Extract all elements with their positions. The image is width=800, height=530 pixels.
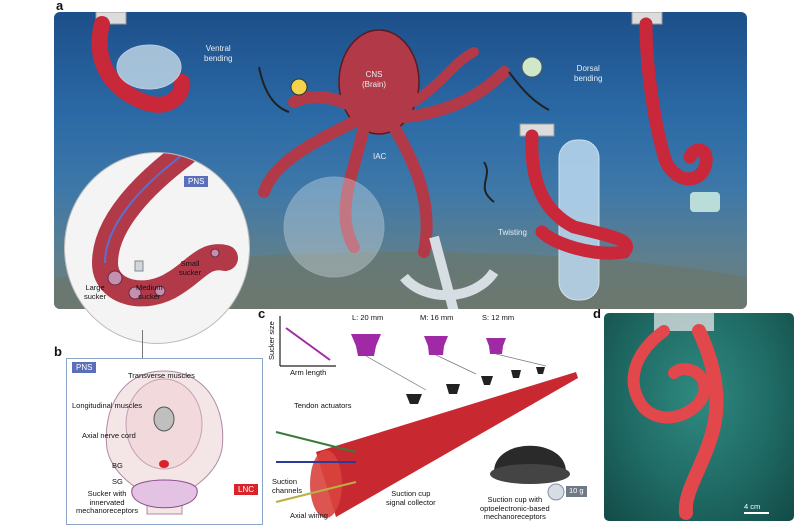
robotic-arm-photo — [627, 313, 769, 520]
label-weight: 10 g — [566, 486, 587, 497]
label-sucker-size-axis: Sucker size — [267, 321, 276, 360]
cross-section-diagram — [105, 370, 224, 515]
magnified-arm-illustration — [91, 153, 238, 307]
label-sg: SG — [112, 477, 123, 486]
label-axial-wiring: Axial wiring — [290, 511, 328, 520]
label-transverse-muscles: Transverse muscles — [128, 371, 195, 380]
label-bg: BG — [112, 461, 123, 470]
label-large-size: L: 20 mm — [352, 313, 384, 322]
panel-c-soft-arm-illustration — [275, 316, 578, 518]
label-longitudinal-muscles: Longitudinal muscles — [72, 401, 143, 410]
label-tendon-actuators: Tendon actuators — [294, 401, 352, 410]
magnified-arm-circle — [64, 152, 250, 344]
label-iac: IAC — [373, 152, 387, 161]
panel-letter-b: b — [54, 344, 62, 359]
callout-line — [142, 330, 143, 358]
label-medium-size: M: 16 mm — [420, 313, 454, 322]
label-scale-bar: 4 cm — [744, 502, 761, 511]
label-arm-length-axis: Arm length — [290, 368, 327, 377]
label-axial-nerve-cord: Axial nerve cord — [82, 431, 136, 440]
panel-letter-d: d — [593, 306, 601, 321]
badge-pns-a: PNS — [184, 176, 209, 187]
panel-letter-a: a — [56, 0, 64, 13]
panel-b-cross-section — [66, 358, 263, 525]
label-cns-brain: CNS(Brain) — [362, 70, 387, 89]
panel-d-photo: 4 cm — [604, 313, 794, 521]
panel-letter-c: c — [258, 306, 266, 321]
label-twisting: Twisting — [498, 228, 527, 237]
label-small-size: S: 12 mm — [482, 313, 515, 322]
badge-pns-b: PNS — [72, 362, 97, 373]
badge-lnc: LNC — [234, 484, 259, 495]
